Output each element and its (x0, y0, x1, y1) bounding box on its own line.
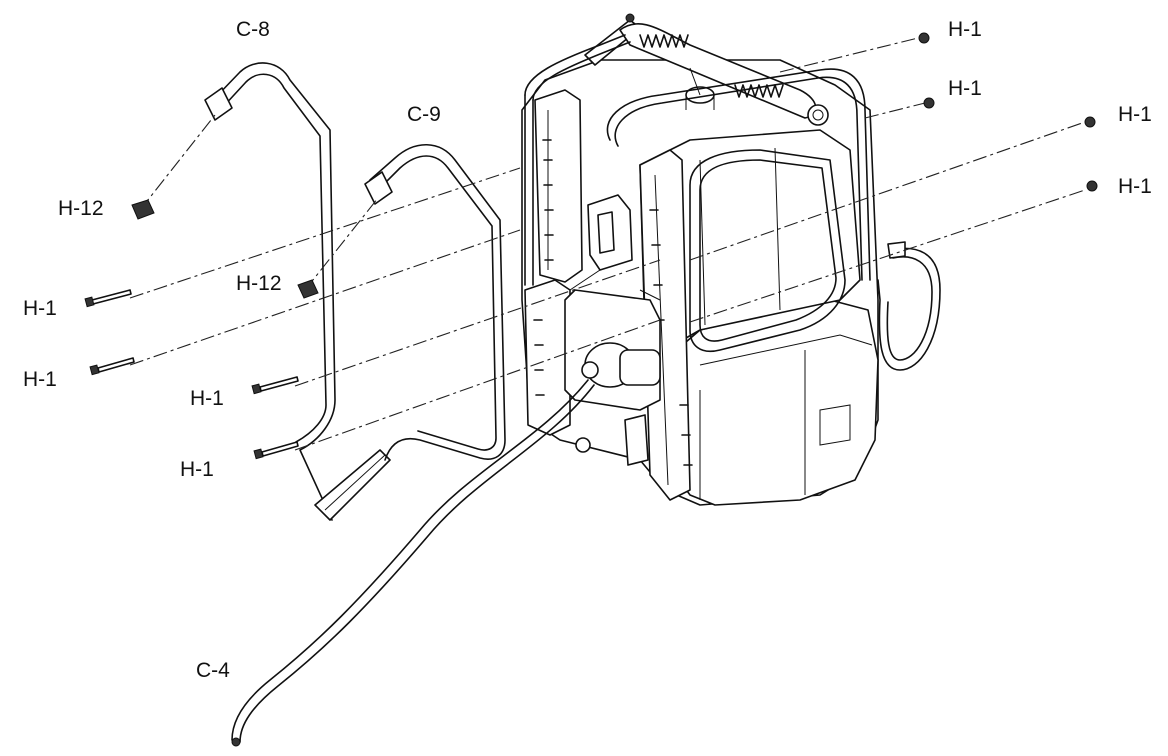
frame-c8 (204, 62, 391, 521)
label-c8: C-8 (236, 18, 270, 41)
bolt-3 (251, 376, 299, 395)
label-h1-left-4: H-1 (180, 458, 214, 481)
label-h1-right-2: H-1 (948, 77, 982, 100)
bolt-4 (253, 441, 299, 460)
label-h1-right-3: H-1 (1118, 103, 1152, 126)
label-c9: C-9 (407, 103, 441, 126)
bolt-2 (89, 357, 135, 376)
label-h12-a: H-12 (58, 197, 104, 220)
label-h1-left-2: H-1 (23, 368, 57, 391)
label-h1-right-4: H-1 (1118, 175, 1152, 198)
frame-c9 (364, 144, 506, 461)
label-h1-left-1: H-1 (23, 297, 57, 320)
label-c4: C-4 (196, 659, 230, 682)
label-h1-left-3: H-1 (190, 387, 224, 410)
assembly-axes (129, 37, 1086, 451)
bolts-h1-left (84, 289, 299, 460)
bolt-1 (84, 289, 132, 308)
label-h1-right-1: H-1 (948, 18, 982, 41)
label-h12-b: H-12 (236, 272, 282, 295)
nuts-h1-right (918, 32, 1098, 192)
caps-h12 (131, 199, 319, 299)
hose-c4 (231, 379, 595, 747)
